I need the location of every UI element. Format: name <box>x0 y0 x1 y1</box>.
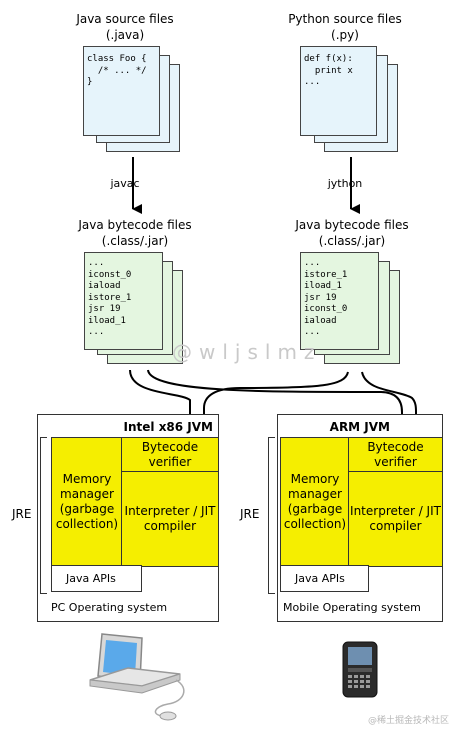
footer-credit: @稀土掘金技术社区 <box>368 716 450 726</box>
arm-java-apis: Java APIs <box>280 565 369 592</box>
flow-arrows <box>129 157 425 437</box>
python-source-title: Python source files <box>288 12 402 26</box>
arm-jre-bracket <box>268 437 275 594</box>
x86-java-apis: Java APIs <box>51 565 142 592</box>
java-bytecode-ext: (.class/.jar) <box>101 234 169 248</box>
jython-label: jython <box>315 176 375 191</box>
laptop-icon <box>89 633 185 721</box>
java-source-ext: (.java) <box>105 28 145 42</box>
java-bytecode-title: Java bytecode files <box>78 218 192 232</box>
java-to-x86-arrow <box>129 369 199 437</box>
x86-os-label: PC Operating system <box>51 601 168 614</box>
x86-jre-label: JRE <box>12 507 32 521</box>
smartphone-icon <box>342 641 378 698</box>
x86-jvm-title: Intel x86 JVM <box>123 420 213 434</box>
python-to-arm-arrow <box>361 371 425 437</box>
x86-bytecode-verifier: Bytecode verifier <box>121 437 219 473</box>
python-bytecode-title: Java bytecode files <box>295 218 409 232</box>
python-bytecode-ext: (.class/.jar) <box>318 234 386 248</box>
java-bytecode-code: ... iconst_0 iaload istore_1 jsr 19 iloa… <box>88 258 132 337</box>
arm-jre-label: JRE <box>240 507 260 521</box>
arm-interpreter: Interpreter / JIT compiler <box>348 471 443 567</box>
python-source-ext: (.py) <box>331 28 359 42</box>
java-source-title: Java source files <box>76 12 174 26</box>
x86-interpreter: Interpreter / JIT compiler <box>121 471 219 567</box>
x86-memory-manager: Memory manager (garbage collection) <box>51 437 123 567</box>
watermark: @wljslmz <box>172 340 322 364</box>
java-to-arm-arrow <box>147 369 411 437</box>
python-source-code: def f(x): print x ... <box>304 54 353 87</box>
arm-os-label: Mobile Operating system <box>283 601 421 614</box>
arm-bytecode-verifier: Bytecode verifier <box>348 437 443 473</box>
arm-jvm-title: ARM JVM <box>329 420 390 434</box>
python-bytecode-code: ... istore_1 iload_1 jsr 19 iconst_0 ial… <box>304 258 348 337</box>
java-source-code: class Foo { /* ... */ } <box>87 54 147 87</box>
python-to-x86-arrow <box>203 371 349 437</box>
arm-memory-manager: Memory manager (garbage collection) <box>280 437 350 567</box>
x86-jre-bracket <box>40 437 47 594</box>
